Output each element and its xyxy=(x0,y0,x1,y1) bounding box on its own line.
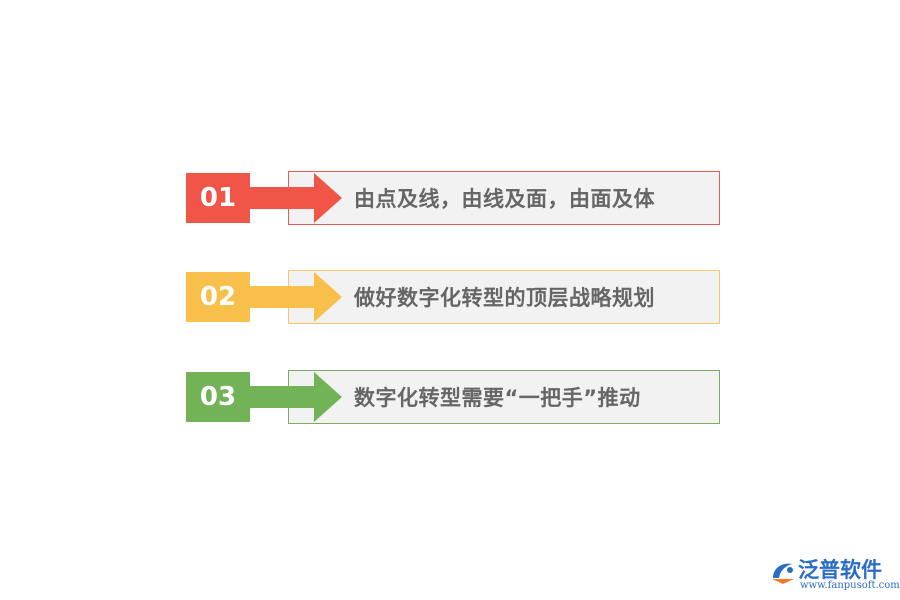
step-text: 由点及线，由线及面，由面及体 xyxy=(354,187,655,211)
step-row: 02 做好数字化转型的顶层战略规划 xyxy=(186,270,720,324)
arrow-right-icon xyxy=(248,173,342,223)
step-text-box xyxy=(288,270,720,324)
step-number: 03 xyxy=(186,372,250,422)
step-text: 数字化转型需要“一把手”推动 xyxy=(354,386,641,410)
step-number: 01 xyxy=(186,173,250,223)
step-text-box xyxy=(288,171,720,225)
arrow-right-icon xyxy=(248,272,342,322)
step-text: 做好数字化转型的顶层战略规划 xyxy=(354,286,655,310)
step-row: 03 数字化转型需要“一把手”推动 xyxy=(186,370,720,424)
step-text-box xyxy=(288,370,720,424)
arrow-right-icon xyxy=(248,372,342,422)
brand-logo: 泛普软件 www.fanpusoft.com xyxy=(768,554,900,596)
brand-url: www.fanpusoft.com xyxy=(800,580,900,591)
step-number: 02 xyxy=(186,272,250,322)
fanpu-logo-icon xyxy=(772,563,794,584)
step-row: 01 由点及线，由线及面，由面及体 xyxy=(186,171,720,225)
brand-name: 泛普软件 xyxy=(798,558,882,582)
